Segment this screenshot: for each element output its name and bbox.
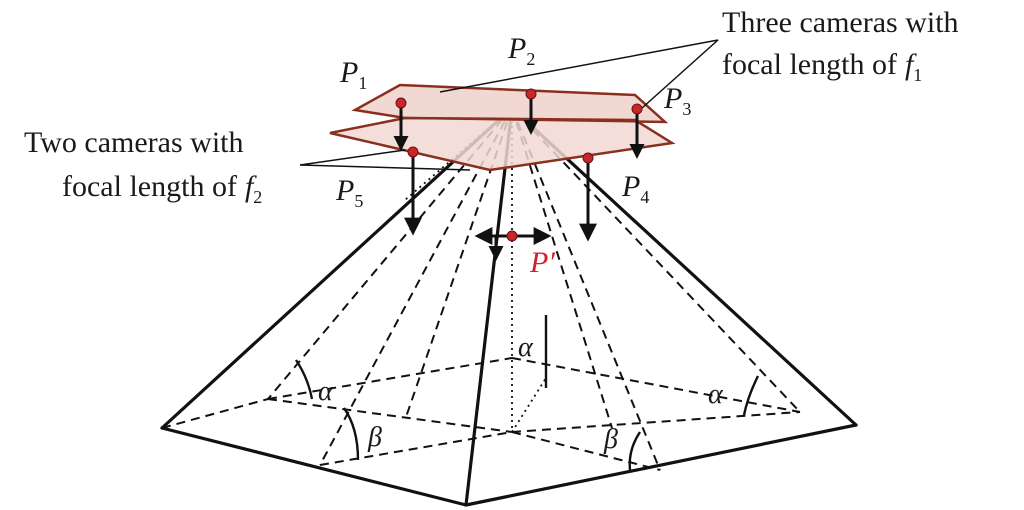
camera-p2-dot (525, 88, 537, 100)
camera-pprime-dot (506, 230, 518, 242)
base-inner-1 (267, 398, 513, 433)
two-cameras-line1: Two cameras with (24, 126, 244, 159)
dotted-to-right-corner (511, 377, 547, 433)
hidden-apex-5 (511, 107, 613, 429)
label-p2: P2 (507, 32, 535, 69)
label-p-prime: P′ (529, 246, 555, 279)
plane-three-cameras (351, 83, 669, 124)
base-inner-3 (319, 431, 513, 466)
hidden-apex-3 (511, 107, 661, 471)
pyramid-base-front-right (464, 423, 858, 507)
label-p4: P4 (621, 170, 649, 207)
base-back (267, 357, 513, 400)
leader-two-2 (299, 149, 406, 166)
camera-planes (329, 83, 676, 172)
leader-three-1 (439, 39, 719, 93)
hidden-apex-4 (511, 107, 801, 413)
leader-three-2 (641, 39, 719, 109)
plane-two-cameras (329, 116, 676, 172)
alpha-right-arc (742, 375, 760, 416)
leader-lines (299, 39, 719, 171)
base-back-right (511, 357, 801, 413)
base-back-left (161, 398, 269, 429)
label-alpha-right: α (708, 379, 724, 410)
pyramid-edge-right (510, 106, 858, 427)
hidden-apex-6 (404, 107, 513, 421)
label-alpha-left: α (318, 376, 334, 407)
camera-dots (395, 88, 643, 242)
camera-p3-dot (631, 103, 643, 115)
camera-p5-dot (407, 146, 419, 158)
beta-left-arc (343, 407, 360, 461)
label-p5: P5 (335, 174, 363, 211)
camera-arrows (393, 95, 645, 261)
label-p3: P3 (663, 82, 691, 119)
label-beta-left: β (367, 422, 382, 453)
camera-p4-dot (582, 152, 594, 164)
camera-p1-dot (395, 97, 407, 109)
base-inner-2 (511, 411, 801, 433)
three-cameras-line1: Three cameras with (722, 6, 959, 39)
label-alpha-center: α (518, 332, 534, 363)
beta-right-arc (628, 431, 641, 471)
pyramid-base-front-left (160, 426, 468, 507)
text-labels: P1 P2 P3 P4 P5 P′ Three cameras with foc… (24, 6, 959, 455)
leader-two-1 (299, 164, 471, 171)
angle-arcs (295, 315, 760, 471)
label-beta-right: β (603, 424, 618, 455)
base-inner-4 (511, 431, 661, 471)
label-p1: P1 (339, 56, 367, 93)
alpha-left-arc (295, 359, 314, 400)
